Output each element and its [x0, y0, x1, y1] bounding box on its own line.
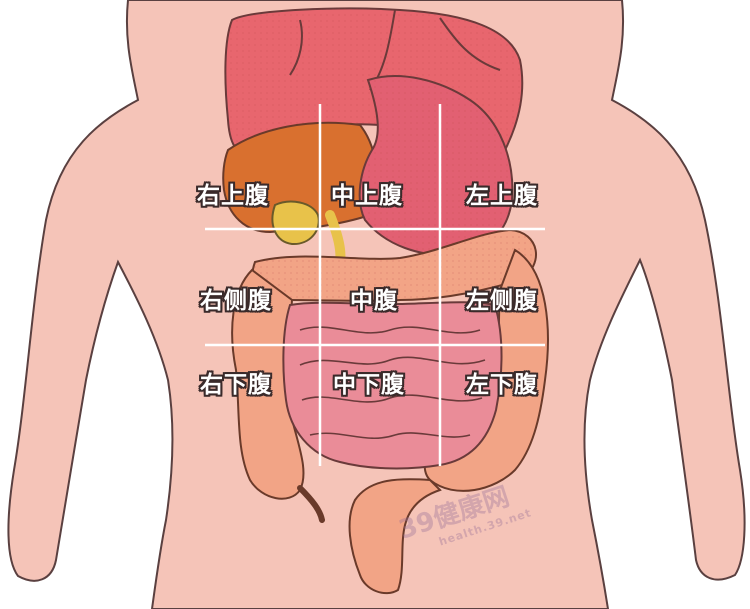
gallbladder: [271, 200, 320, 246]
region-label-right-lower: 右下腹: [200, 372, 272, 398]
region-label-right-lateral: 右侧腹: [200, 288, 272, 314]
pancreas: [222, 121, 378, 234]
region-label-left-lower: 左下腹: [466, 372, 538, 398]
region-label-umbilical: 中腹: [350, 288, 398, 314]
appendix: [297, 485, 325, 523]
region-label-left-lateral: 左侧腹: [466, 288, 538, 314]
region-label-left-upper: 左上腹: [466, 183, 538, 209]
region-label-hypogastric: 中下腹: [333, 372, 405, 398]
region-label-right-upper: 右上腹: [197, 183, 269, 209]
region-grid: [205, 104, 545, 466]
region-label-epigastric: 中上腹: [331, 183, 403, 209]
rectum: [348, 478, 442, 595]
